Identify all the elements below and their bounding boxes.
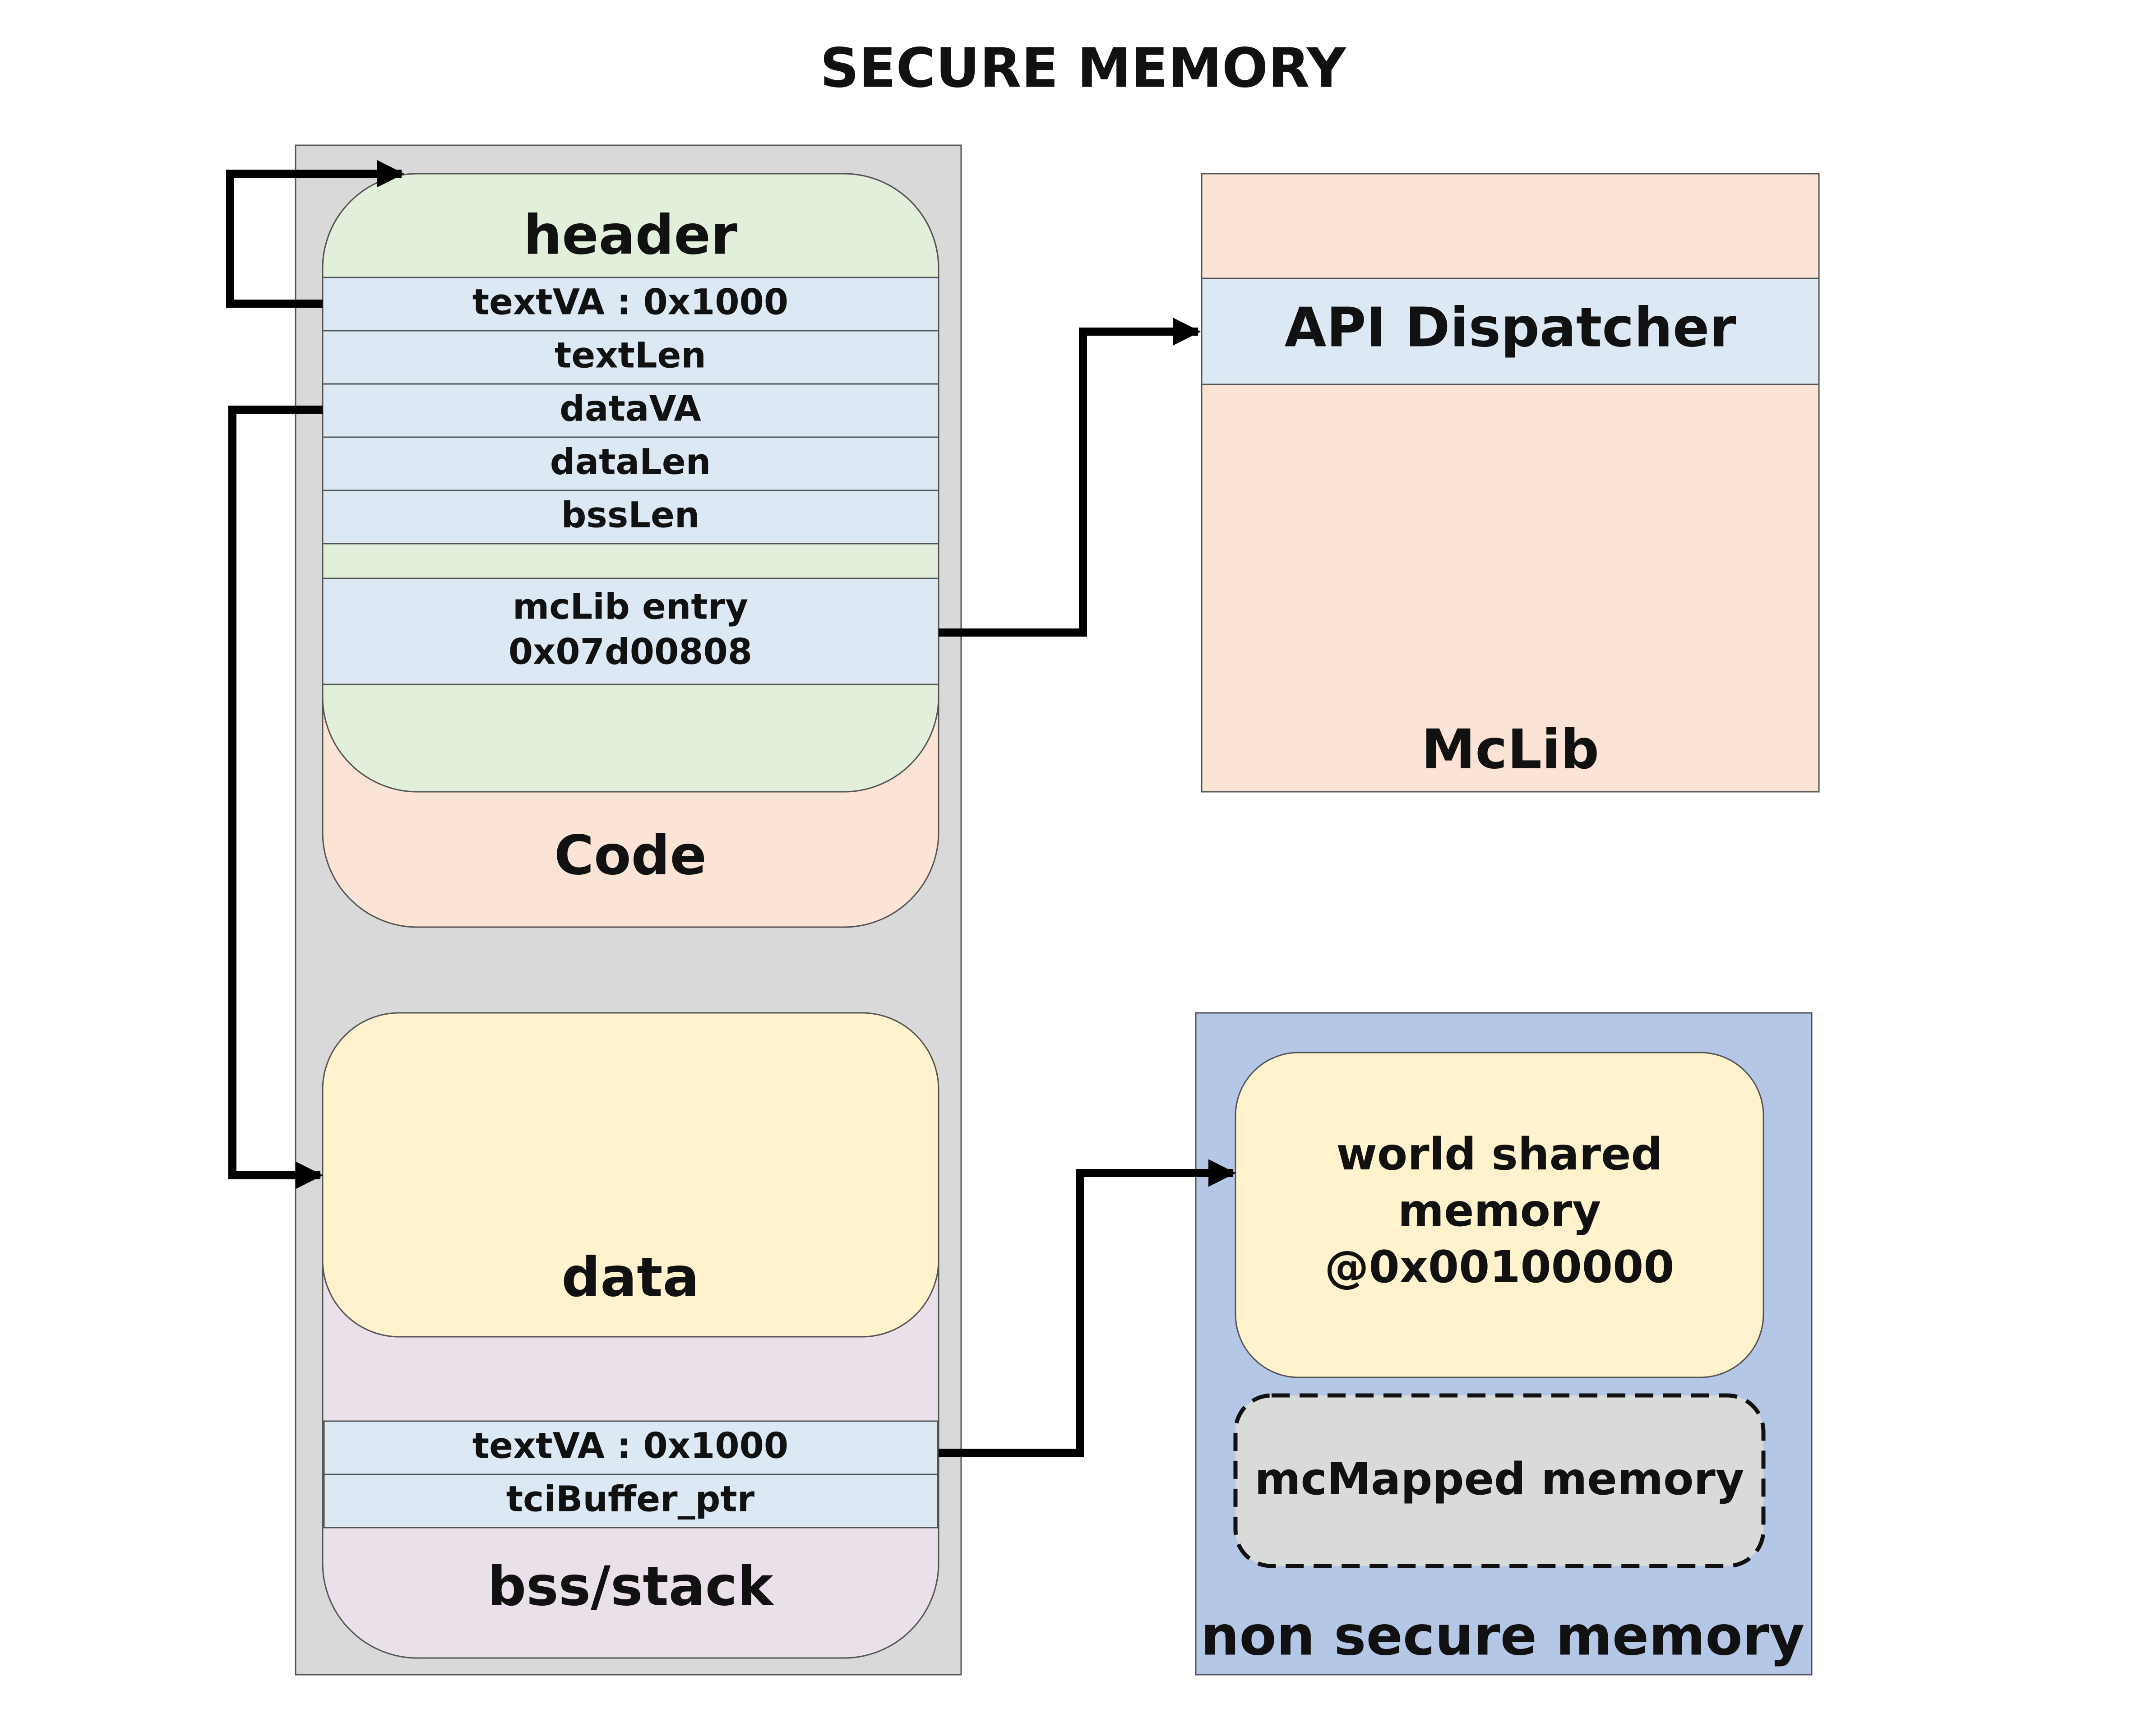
world-shared-memory-block	[1235, 1052, 1764, 1378]
header-field-label: dataLen	[550, 442, 711, 482]
header-field-row	[322, 436, 939, 491]
header-field-label: dataVA	[560, 388, 701, 429]
data-field-row	[323, 1473, 939, 1529]
world-shared-memory-line2: memory	[1398, 1185, 1601, 1237]
nonsecure-memory-label: non secure memory	[1201, 1605, 1804, 1668]
textva-loop-arrow	[226, 160, 405, 308]
api-dispatcher-label: API Dispatcher	[1285, 297, 1736, 360]
mclib-entry-to-dispatcher-arrow	[939, 318, 1201, 637]
header-field-row	[322, 330, 939, 385]
mclib-box	[1201, 173, 1820, 793]
tcibuffer-to-shared-memory-arrow	[939, 1159, 1236, 1457]
mclib-label: McLib	[1421, 719, 1599, 781]
world-shared-memory-line1: world shared	[1336, 1129, 1662, 1180]
header-field-row	[322, 490, 939, 545]
header-label: header	[523, 204, 737, 267]
mclib-entry-address: 0x07d00808	[509, 632, 752, 672]
world-shared-memory-address: @0x00100000	[1325, 1242, 1675, 1293]
bss-stack-label: bss/stack	[487, 1556, 774, 1618]
mclib-entry-field	[322, 577, 939, 685]
header-field-label: textVA : 0x1000	[472, 282, 788, 323]
header-field-row	[322, 383, 939, 438]
mcmapped-memory-block	[1233, 1393, 1766, 1568]
code-label: Code	[554, 825, 707, 887]
mcmapped-memory-label: mcMapped memory	[1254, 1454, 1744, 1505]
api-dispatcher-row	[1201, 277, 1820, 385]
header-fields: textVA : 0x1000 textLen dataVA dataLen b…	[322, 277, 939, 545]
header-field-label: textLen	[555, 335, 706, 376]
data-field-row	[323, 1420, 939, 1475]
mclib-entry-label: mcLib entry	[513, 587, 748, 627]
data-field-label: tciBuffer_ptr	[506, 1479, 755, 1520]
diagram-title: SECURE MEMORY	[820, 37, 1347, 100]
data-label: data	[561, 1247, 699, 1309]
header-field-label: bssLen	[561, 495, 700, 536]
data-field-label: textVA : 0x1000	[472, 1426, 788, 1466]
datava-to-data-arrow	[228, 406, 324, 1189]
